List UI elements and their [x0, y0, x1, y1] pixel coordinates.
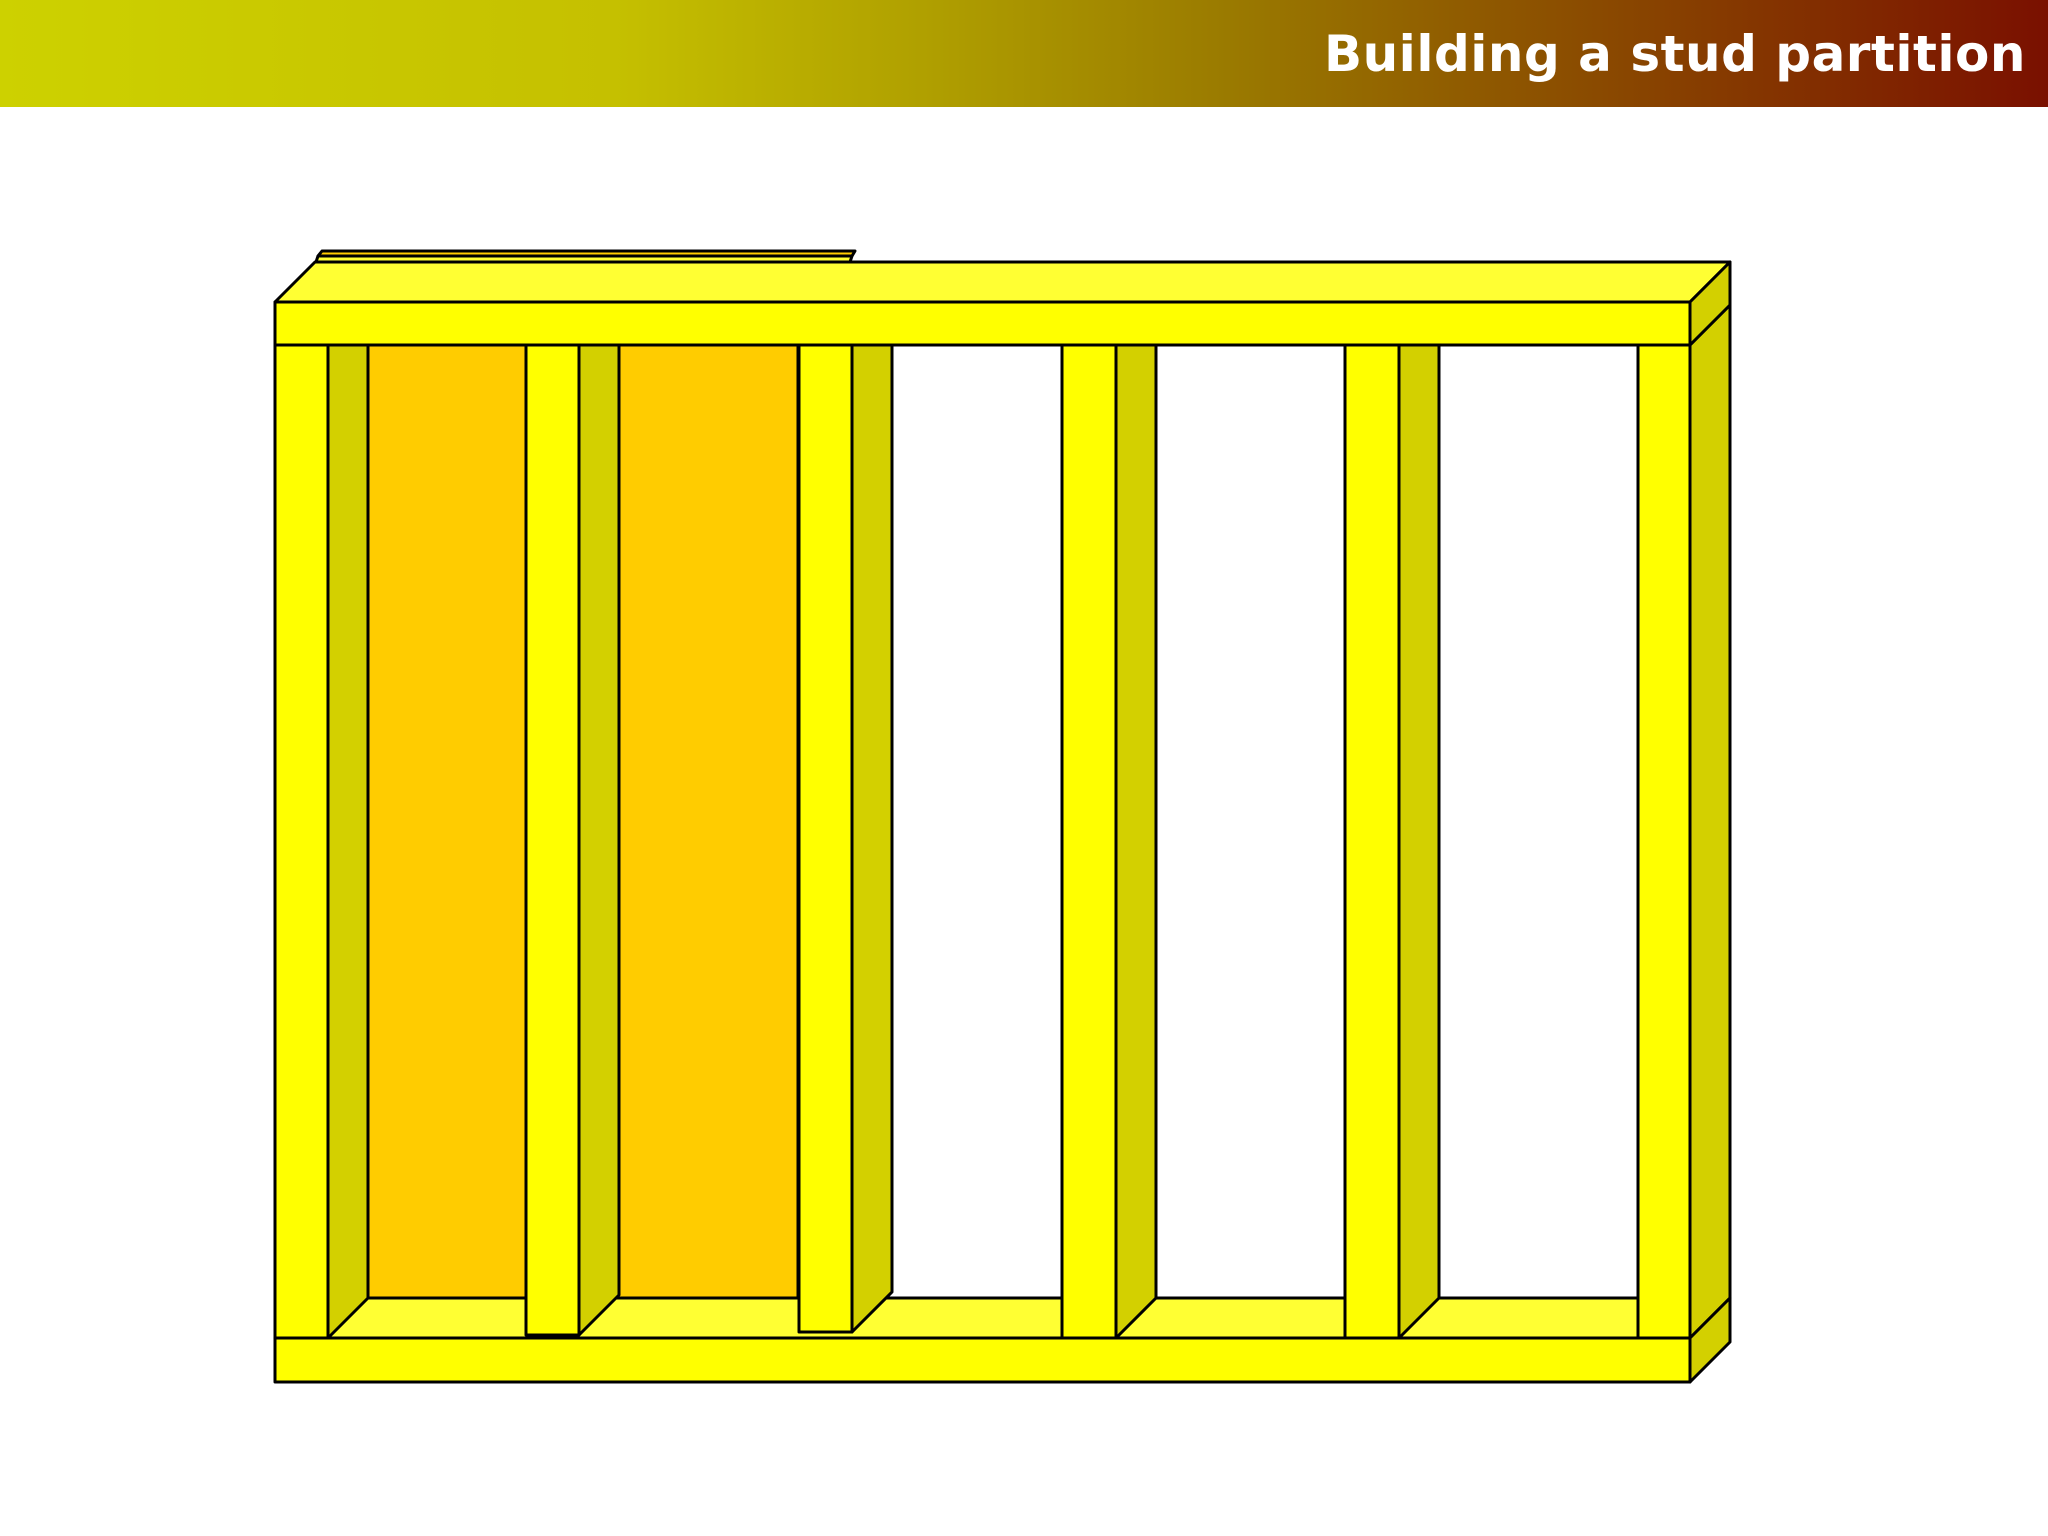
- stud-2-side: [577, 343, 621, 1337]
- stud-4-side: [1114, 343, 1158, 1340]
- stud-4-front: [1060, 343, 1118, 1340]
- stud-1-front: [273, 343, 330, 1340]
- stud-6-front: [1636, 343, 1692, 1340]
- head-plate-side: [1688, 260, 1732, 347]
- stud-3-side: [850, 343, 894, 1334]
- sole-plate-front: [273, 1336, 1692, 1384]
- stud-1-side: [326, 343, 370, 1340]
- slide-title: Building a stud partition: [1323, 25, 2026, 83]
- stud-5-side: [1397, 343, 1441, 1340]
- stud-5-front: [1343, 343, 1401, 1340]
- plasterboard-sheet-2: [616, 343, 800, 1300]
- plasterboard-sheet-1: [366, 343, 528, 1300]
- sole-plate-top-face: [273, 1296, 1732, 1340]
- head-plate-top-face: [273, 260, 1732, 304]
- stud-2-front: [524, 343, 581, 1337]
- frame-right-side-face: [1688, 303, 1732, 1340]
- stud-3-front: [797, 343, 854, 1334]
- sole-plate-side: [1688, 1296, 1732, 1384]
- header-bar: Building a stud partition: [0, 0, 2048, 107]
- head-plate-front: [273, 300, 1692, 347]
